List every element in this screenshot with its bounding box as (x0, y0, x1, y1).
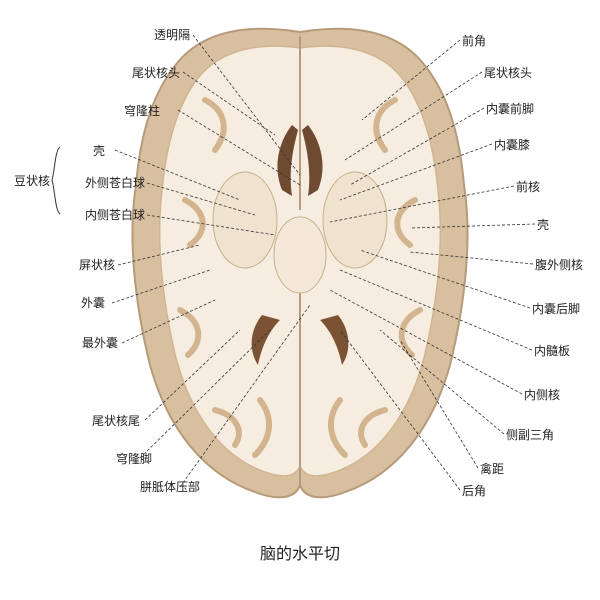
label-putamen-right: 壳 (537, 218, 550, 232)
label-septum-pellucidum: 透明隔 (153, 28, 190, 42)
right-lentiform-nucleus (322, 171, 388, 269)
leader-lines (111, 34, 536, 491)
label-collateral-trigone: 侧副三角 (506, 428, 555, 442)
left-lateral-ventricle (277, 125, 298, 196)
thalamus (273, 216, 327, 294)
label-extreme-capsule: 最外囊 (81, 336, 118, 350)
leader-line (339, 143, 493, 201)
gyri (177, 97, 423, 458)
label-claustrum: 屏状核 (78, 258, 115, 272)
leader-line (117, 244, 201, 266)
leader-line (111, 269, 211, 304)
leader-line (349, 107, 485, 186)
leader-line (339, 329, 461, 491)
leader-line (114, 149, 241, 201)
leader-line (177, 109, 301, 186)
label-ventrolateral-nucleus: 腹外侧核 (535, 258, 584, 272)
leader-line (146, 214, 276, 236)
label-internal-capsule-genu: 内囊膝 (494, 138, 531, 152)
label-lentiform-nucleus: 豆状核 (13, 174, 50, 188)
leader-line (329, 185, 515, 223)
leader-line (144, 329, 241, 421)
leader-line (182, 71, 276, 136)
label-caudate-head-left: 尾状核头 (131, 66, 180, 80)
leader-line (192, 34, 301, 176)
label-internal-capsule-posterior-limb: 内囊后脚 (532, 302, 581, 316)
label-putamen-left: 壳 (92, 144, 105, 158)
leader-line (139, 329, 271, 459)
label-globus-pallidus-medial: 内侧苍白球 (84, 208, 145, 222)
lentiform-bracket (51, 146, 61, 215)
label-fornix-crus: 穹隆脚 (115, 452, 152, 466)
right-lateral-ventricle (302, 125, 323, 196)
label-internal-medullary-lamina: 内髓板 (534, 344, 571, 358)
left-posterior-horn (251, 315, 280, 365)
label-fornix-column: 穹隆柱 (123, 104, 160, 118)
label-posterior-horn: 后角 (462, 484, 487, 498)
figure-caption: 脑的水平切 (259, 544, 340, 563)
label-caudate-head-right: 尾状核头 (484, 66, 533, 80)
label-anterior-nucleus: 前核 (516, 180, 541, 194)
leader-line (409, 251, 534, 265)
label-calcar-avis: 禽距 (480, 462, 505, 476)
label-caudate-tail: 尾状核尾 (91, 414, 140, 428)
leader-line (146, 182, 256, 216)
left-lentiform-nucleus (212, 171, 278, 269)
leader-line (409, 223, 536, 229)
leader-line (179, 304, 311, 488)
leader-line (361, 39, 461, 121)
label-medial-nucleus: 内侧核 (524, 388, 561, 402)
leader-line (379, 329, 505, 435)
right-posterior-horn (320, 315, 349, 365)
label-corpus-callosum-splenium: 胼胝体压部 (139, 480, 200, 494)
leader-line (329, 289, 523, 395)
label-internal-capsule-anterior-limb: 内囊前脚 (486, 102, 535, 116)
label-external-capsule: 外囊 (80, 296, 105, 310)
leader-line (344, 71, 483, 161)
leader-line (121, 299, 216, 344)
label-anterior-horn: 前角 (462, 34, 487, 48)
label-globus-pallidus-lateral: 外侧苍白球 (84, 176, 145, 190)
